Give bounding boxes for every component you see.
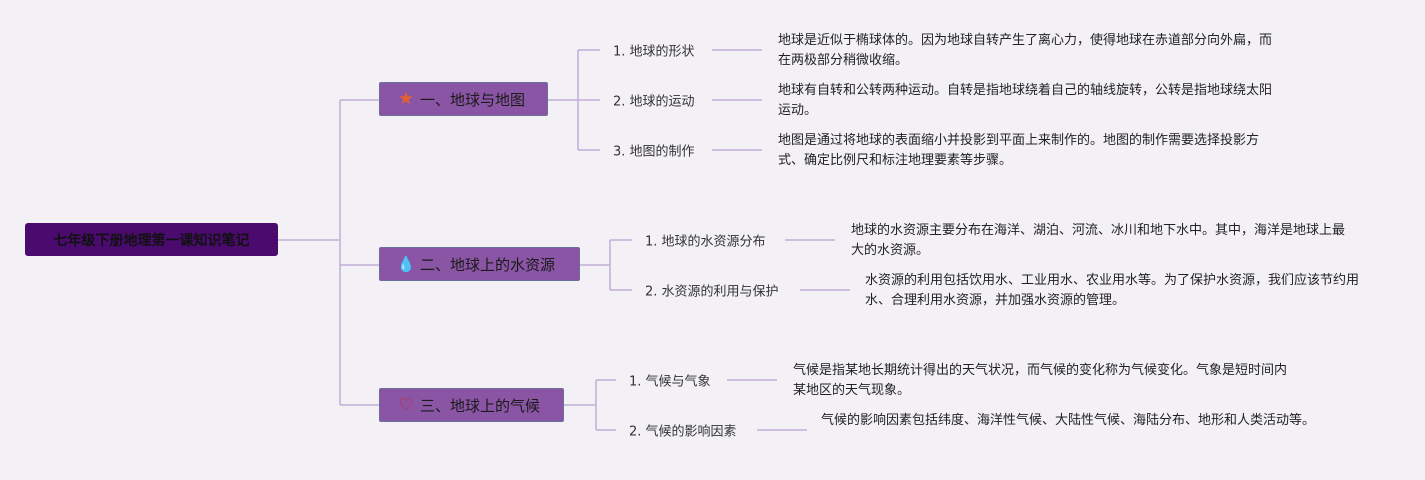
note-earth-shape: 地球是近似于椭球体的。因为地球自转产生了离心力，使得地球在赤道部分向外扁，而在两…: [778, 33, 1273, 68]
subtopic-climate-factors[interactable]: 2. 气候的影响因素: [629, 424, 737, 440]
star-icon: ★: [398, 89, 414, 109]
flame-icon: 💧: [396, 255, 416, 273]
heart-icon: ♡: [398, 395, 414, 415]
branch-title: 一、地球与地图: [420, 90, 526, 109]
branch-title: 三、地球上的气候: [420, 396, 541, 415]
branch-climate[interactable]: ♡ 三、地球上的气候: [379, 388, 564, 422]
note-water-use-protection: 水资源的利用包括饮用水、工业用水、农业用水等。为了保护水资源，我们应该节约用水、…: [865, 273, 1360, 308]
root-title: 七年级下册地理第一课知识笔记: [53, 232, 250, 249]
subtopic-water-use-protection[interactable]: 2. 水资源的利用与保护: [645, 284, 779, 300]
root-topic[interactable]: 七年级下册地理第一课知识笔记: [25, 223, 278, 256]
subtopic-map-making[interactable]: 3. 地图的制作: [613, 144, 695, 160]
subtopic-earth-motion[interactable]: 2. 地球的运动: [613, 94, 695, 110]
note-water-distribution: 地球的水资源主要分布在海洋、湖泊、河流、冰川和地下水中。其中，海洋是地球上最大的…: [851, 223, 1346, 258]
note-earth-motion: 地球有自转和公转两种运动。自转是指地球绕着自己的轴线旋转，公转是指地球绕太阳运动…: [778, 83, 1273, 118]
branch-water-resources[interactable]: 💧 二、地球上的水资源: [379, 247, 580, 281]
branch-earth-and-maps[interactable]: ★ 一、地球与地图: [379, 82, 548, 116]
note-map-making: 地图是通过将地球的表面缩小并投影到平面上来制作的。地图的制作需要选择投影方式、确…: [778, 133, 1260, 168]
note-climate-weather: 气候是指某地长期统计得出的天气状况，而气候的变化称为气候变化。气象是短时间内某地…: [793, 363, 1288, 398]
note-climate-factors: 气候的影响因素包括纬度、海洋性气候、大陆性气候、海陆分布、地形和人类活动等。: [821, 413, 1316, 428]
subtopic-earth-shape[interactable]: 1. 地球的形状: [613, 44, 695, 60]
branch-title: 二、地球上的水资源: [420, 255, 556, 274]
subtopic-water-distribution[interactable]: 1. 地球的水资源分布: [645, 234, 766, 250]
subtopic-climate-weather[interactable]: 1. 气候与气象: [629, 374, 711, 390]
